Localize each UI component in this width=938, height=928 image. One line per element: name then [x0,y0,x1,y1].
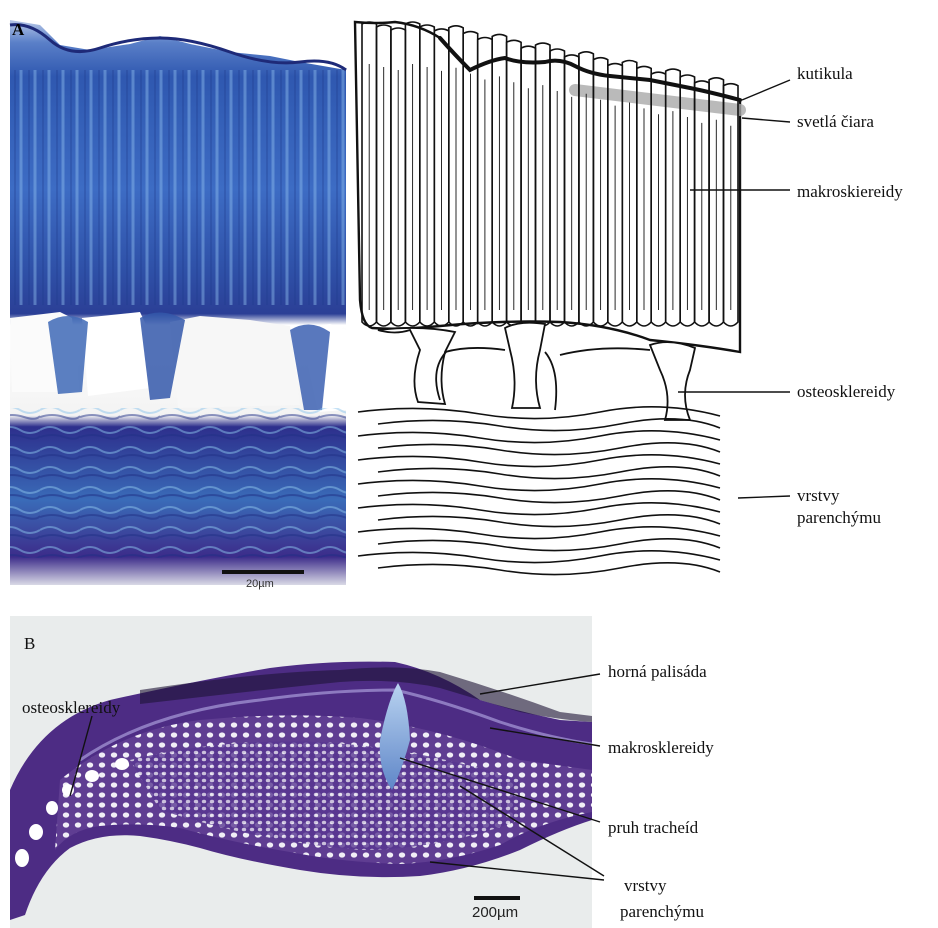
parenchyma-line [358,527,720,539]
label-cuticle: kutikula [797,64,853,84]
label-upper-palisade: horná palisáda [608,662,707,682]
parenchyma-drawing [358,407,720,575]
parenchyma-line [378,491,720,503]
scale-bar-b-label: 200µm [472,904,518,921]
panel-a-letter: A [12,20,24,40]
label-macrosclereids-b: makrosklereidy [608,738,714,758]
label-parenchyma-b-2: parenchýmu [620,902,704,922]
micrograph-a [10,20,346,585]
parenchyma-line [358,455,720,467]
macrosclereid-cells [362,22,738,326]
label-parenchyma-a-2: parenchýmu [797,508,881,528]
label-osteosclereids-b: osteosklereidy [22,698,120,718]
parenchyma-line [358,551,720,563]
label-parenchyma-a-1: vrstvy [797,486,840,506]
label-light-line: svetlá čiara [797,112,874,132]
micrograph-b [10,616,592,928]
label-tracheid-strip: pruh tracheíd [608,818,698,838]
label-parenchyma-b-1: vrstvy [624,876,667,896]
parenchyma-line [378,515,720,527]
parenchyma-line [378,467,720,479]
parenchyma-line [358,479,720,491]
label-macrosclereids-a: makroskiereidy [797,182,903,202]
label-osteosclereids-a: osteosklereidy [797,382,895,402]
parenchyma-line [378,539,720,551]
parenchyma-line [378,443,720,455]
parenchyma-line [358,503,720,515]
scale-bar-a-label: 20µm [246,578,274,590]
parenchyma-line [358,431,720,443]
osteosclereids-drawing [378,323,695,420]
panel-b-letter: B [24,634,35,654]
parenchyma-line [378,563,720,575]
